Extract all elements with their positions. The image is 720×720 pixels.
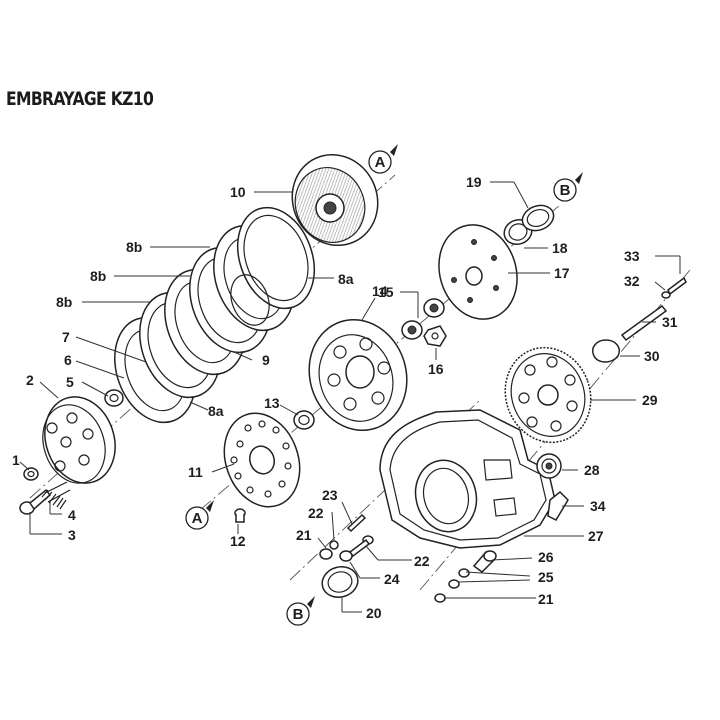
label-part-34: 34: [590, 498, 606, 514]
label-part-28: 28: [584, 462, 600, 478]
label-part-2: 2: [26, 372, 34, 388]
label-part-1: 1: [12, 452, 20, 468]
label-part-23: 23: [322, 487, 338, 503]
part-17-drive-disc: [438, 224, 518, 320]
label-part-22-left: 22: [308, 505, 324, 521]
svg-text:A: A: [192, 510, 203, 527]
part-33-rod: [667, 276, 687, 296]
leader-lines: [19, 181, 681, 613]
part-24-bolt: [339, 538, 371, 562]
label-part-25: 25: [538, 569, 554, 585]
label-part-8a-top: 8a: [338, 271, 354, 287]
label-part-13: 13: [264, 395, 280, 411]
reference-marker-b-top: B: [553, 172, 583, 202]
label-part-29: 29: [642, 392, 658, 408]
part-32-spring: [661, 291, 671, 299]
part-18-19-rings: [503, 204, 555, 246]
part-34-lever: [547, 490, 569, 521]
label-part-17: 17: [554, 265, 570, 281]
svg-text:B: B: [560, 182, 571, 199]
label-part-21-right: 21: [538, 591, 554, 607]
part-31-shaft: [620, 304, 668, 342]
part-15-bearings: [401, 298, 445, 340]
part-27-clutch-cover: [379, 409, 556, 549]
label-part-18: 18: [552, 240, 568, 256]
part-14-basket-hub: [308, 318, 408, 432]
part-10-clutch-drum: [291, 153, 379, 247]
part-28-gear: [536, 453, 562, 479]
part-25-washers: [448, 568, 470, 589]
part-30-circlip: [592, 339, 620, 363]
label-part-7: 7: [62, 329, 70, 345]
label-part-19: 19: [466, 174, 482, 190]
label-part-6: 6: [64, 352, 72, 368]
label-part-12: 12: [230, 533, 246, 549]
label-part-20: 20: [366, 605, 382, 621]
part-26-bushing: [472, 550, 497, 573]
label-part-27: 27: [588, 528, 604, 544]
part-13-ring: [293, 410, 315, 430]
label-part-8b-1: 8b: [56, 294, 72, 310]
label-part-21-left: 21: [296, 527, 312, 543]
part-4-spring: [41, 481, 71, 510]
part-2-pressure-plate: [42, 396, 116, 484]
part-11-plate: [223, 412, 301, 508]
label-part-11: 11: [188, 464, 203, 480]
reference-marker-a-bottom: A: [185, 500, 214, 530]
reference-marker-b-bottom: B: [286, 596, 315, 626]
label-part-5: 5: [66, 374, 74, 390]
part-23-stud: [346, 513, 367, 533]
label-part-33: 33: [624, 248, 640, 264]
label-part-14: 14: [372, 283, 388, 299]
label-part-8a-bottom: 8a: [208, 403, 224, 419]
label-part-24: 24: [384, 571, 400, 587]
diagram-title: EMBRAYAGE KZ10: [6, 88, 154, 110]
label-part-3: 3: [68, 527, 76, 543]
part-29-ring-gear: [504, 346, 592, 444]
label-part-30: 30: [644, 348, 660, 364]
label-part-4: 4: [68, 507, 76, 523]
svg-text:A: A: [375, 154, 386, 171]
part-5-washer: [104, 389, 124, 407]
svg-text:B: B: [293, 606, 304, 623]
part-labels: 1 2 3 4 5 6 7 8b 8b 8b 8a 8a 9 10 11 12 …: [12, 174, 678, 621]
part-1-nut: [23, 467, 39, 481]
label-part-32: 32: [624, 273, 640, 289]
label-part-26: 26: [538, 549, 554, 565]
label-part-31: 31: [662, 314, 678, 330]
label-part-22-right: 22: [414, 553, 430, 569]
label-part-10: 10: [230, 184, 246, 200]
part-12-pin: [234, 508, 246, 523]
part-16-nut: [423, 325, 447, 347]
part-8-clutch-plates: [114, 206, 315, 424]
label-part-9: 9: [262, 352, 270, 368]
label-part-8b-2: 8b: [90, 268, 106, 284]
label-part-8b-3: 8b: [126, 239, 142, 255]
part-9-inner-hub: [230, 274, 270, 326]
label-part-15: 15: [378, 284, 394, 300]
part-20-ring: [321, 566, 359, 598]
reference-marker-a-top: A: [368, 144, 398, 174]
label-part-16: 16: [428, 361, 444, 377]
